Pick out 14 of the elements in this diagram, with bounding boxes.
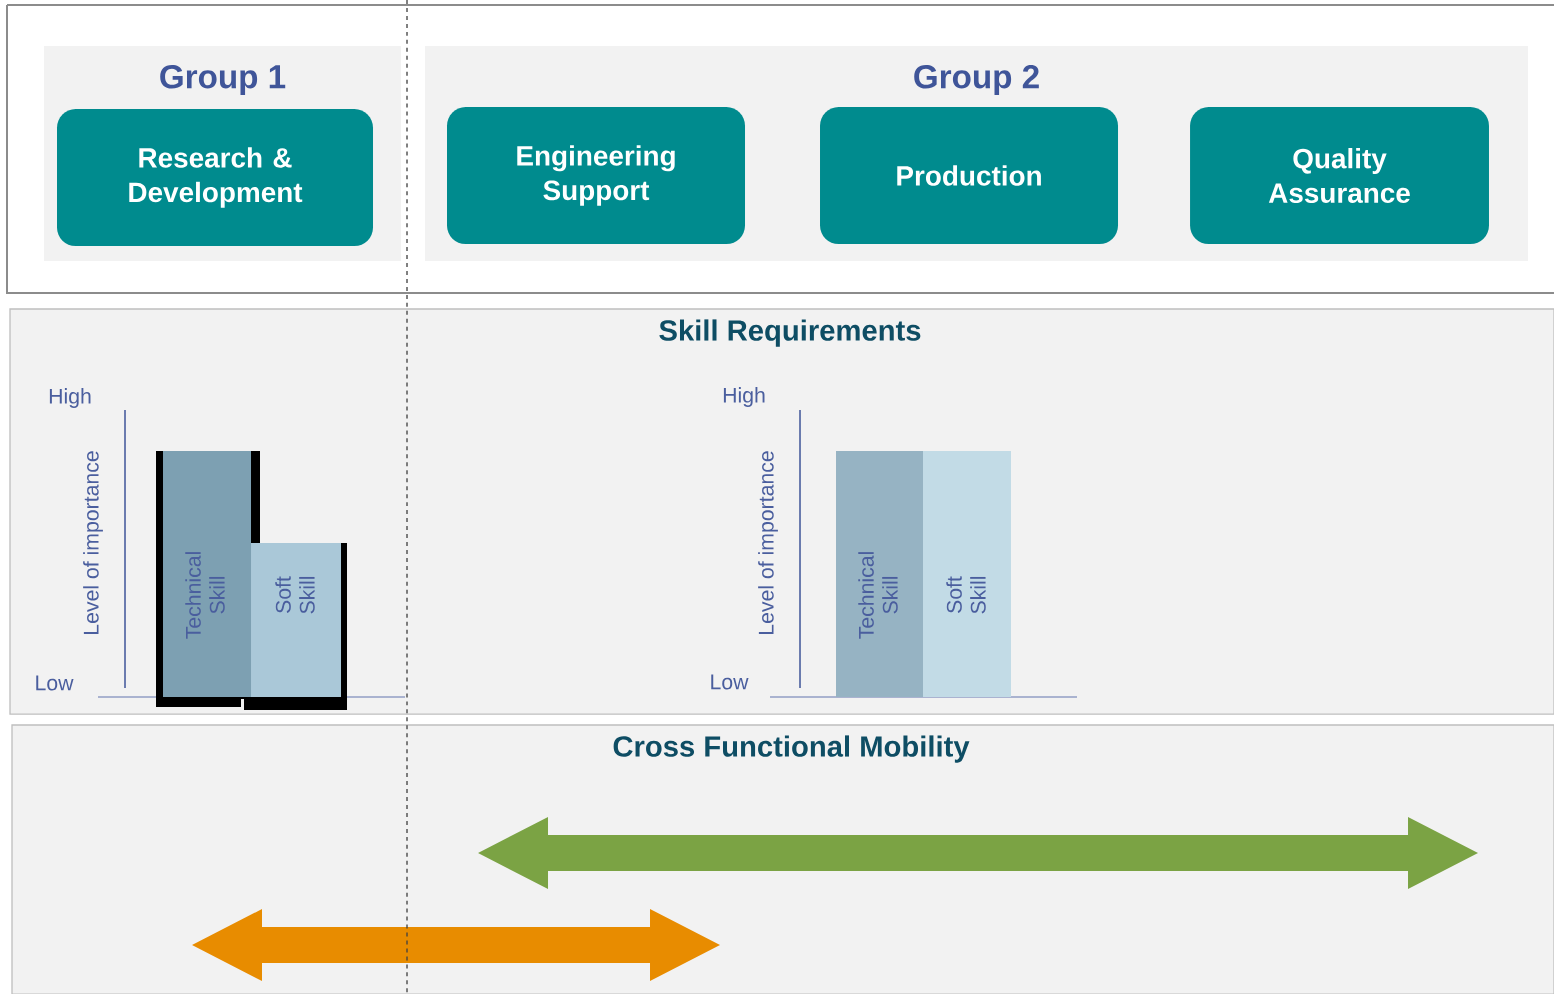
axis-title: Level of importance — [83, 451, 103, 634]
axis-label: High — [49, 388, 91, 408]
bar-label: Technical Skill — [185, 552, 225, 639]
department-box: Engineering Support — [447, 106, 745, 245]
axis-label: High — [723, 387, 765, 407]
department-box: Production — [820, 106, 1118, 245]
bar-label: Technical Skill — [858, 552, 898, 639]
axis-title: Level of importance — [758, 451, 778, 634]
bar-label: Soft Skill — [946, 576, 986, 614]
axis-label: Low — [711, 674, 749, 690]
axis-label: Low — [36, 675, 74, 691]
bar-label: Soft Skill — [275, 576, 315, 614]
department-box: Quality Assurance — [1190, 106, 1489, 245]
department-box: Research & Development — [57, 108, 373, 247]
